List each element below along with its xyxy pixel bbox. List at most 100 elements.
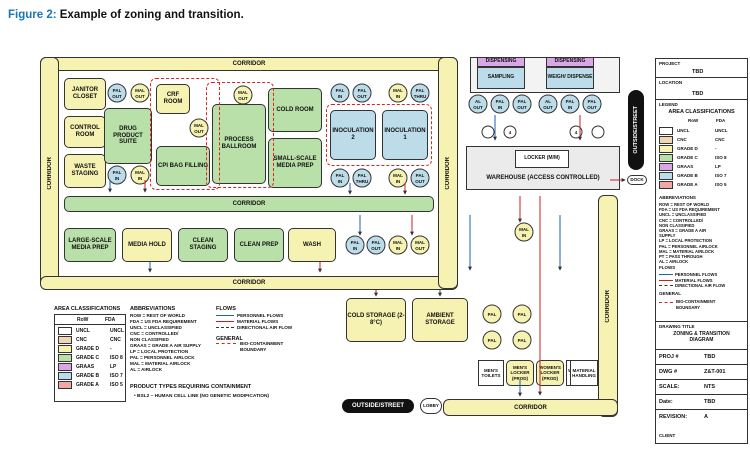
- airlock-sublabel: OUT: [517, 105, 527, 110]
- tb-swatch: [659, 135, 673, 144]
- legend-row-fda: ISO 8: [110, 354, 123, 361]
- airlock-circle: [130, 165, 150, 185]
- airlock-label: PAL: [336, 88, 345, 93]
- airlock-sublabel: IN: [396, 179, 401, 184]
- legend-general-1: BOUNDARY: [240, 347, 267, 352]
- legend-row-name: GRADE C: [76, 354, 100, 361]
- airlock-circle: [330, 83, 350, 103]
- large-scale-media-prep: LARGE-SCALE MEDIA PREP: [64, 228, 116, 262]
- airlock-label: PAL: [496, 99, 505, 104]
- tb-area-title: AREA CLASSIFICATIONS: [668, 109, 735, 115]
- tb-flow-label: MATERIAL FLOWS: [675, 277, 713, 283]
- ambient-storage: AMBIENT STORAGE: [412, 298, 468, 342]
- tb-drawing-title-label: DRAWING TITLE: [656, 321, 747, 329]
- legend-swatch: [58, 335, 72, 344]
- dock: DOCK: [627, 175, 647, 185]
- airlock-circle: [330, 168, 350, 188]
- figure-prefix: Figure 2:: [8, 9, 57, 21]
- airlock-circle: [388, 235, 408, 255]
- tb-abbrev: GRAAS = GRADE A AIR: [659, 228, 707, 234]
- airlock-circle: [352, 168, 372, 188]
- airlock-sublabel: OUT: [357, 94, 367, 99]
- airlock-circle: [481, 125, 495, 139]
- tb-swatch: [659, 171, 673, 180]
- airlock-label: PAL: [416, 173, 425, 178]
- airlock-label: PAL: [336, 173, 345, 178]
- airlock-circle: [582, 94, 602, 114]
- airlock-circle: [482, 330, 502, 350]
- tb-swatch: [659, 180, 673, 189]
- legend-flow: MATERIAL FLOWS: [216, 319, 292, 325]
- material-handling: MATERIAL HANDLING: [570, 360, 598, 386]
- tb-field-label: DWG #: [659, 369, 678, 375]
- clean-prep: CLEAN PREP: [234, 228, 284, 262]
- airlock-label: PAL: [488, 312, 497, 317]
- tb-swatch: [659, 144, 673, 153]
- airlock-sublabel: IN: [498, 105, 503, 110]
- tb-abbrev-title: ABBREVIATIONS: [659, 195, 696, 200]
- biocontainment-boundary-process: [206, 82, 274, 188]
- airlock-circle: [468, 94, 488, 114]
- corridor-bottom: CORRIDOR: [40, 276, 458, 290]
- airlock-label: 4: [509, 130, 512, 135]
- legend-swatch: [58, 362, 72, 371]
- airlock-circle: [503, 125, 517, 139]
- airlock-sublabel: OUT: [587, 105, 597, 110]
- legend-swatch: [58, 371, 72, 380]
- tb-field-value: A: [704, 414, 708, 420]
- airlock-label: MAL: [393, 173, 403, 178]
- tb-field-row: REVISION:A: [656, 409, 747, 424]
- airlock-circle: [410, 168, 430, 188]
- weigh-dispensing-label: DISPENSING: [546, 57, 594, 67]
- tb-field-row: DWG #Z&T-001: [656, 364, 747, 379]
- tb-flows-title: FLOWS: [659, 265, 676, 270]
- cpi-bag-filling: CPI BAG FILLING: [156, 146, 210, 186]
- airlock-label: PAL: [518, 312, 527, 317]
- legend-general-title: GENERAL: [216, 336, 243, 342]
- airlock-label: MAL: [194, 123, 204, 128]
- tb-row-name: GRADE A: [677, 182, 698, 187]
- tb-abbrev: ROW = REST OF WORLD: [659, 202, 710, 207]
- locker-mm: LOCKER (M/M): [515, 150, 569, 168]
- airlock-label: PAL: [588, 99, 597, 104]
- tb-row-fda: UNCL: [715, 128, 728, 133]
- legend-area-row: GRADE D-: [55, 344, 125, 353]
- tb-flow: DIRECTIONAL AIR FLOW: [659, 283, 725, 289]
- airlock-sublabel: OUT: [238, 96, 248, 101]
- airlock-sublabel: OUT: [135, 94, 145, 99]
- airlock-sublabel: OUT: [415, 246, 425, 251]
- tb-drawing-title: ZONING & TRANSITION DIAGRAM: [673, 331, 730, 343]
- airlocks-and-flows: PALOUTMALOUTPALINMALINMALOUTMALOUTPALINP…: [107, 83, 626, 397]
- airlock-label: PAL: [416, 88, 425, 93]
- legend-abbrev: GRAAS = GRADE A AIR SUPPLY: [130, 343, 201, 348]
- legend-swatch: [58, 380, 72, 389]
- legend-abbrev: NON CLASSIFIED: [130, 337, 169, 342]
- legend-abbrev: PAL = PERSONNEL AIRLOCK: [130, 355, 195, 360]
- airlock-sublabel: IN: [138, 176, 143, 181]
- tb-abbrev: SUPPLY: [659, 233, 676, 239]
- tb-project: TBD: [692, 69, 704, 75]
- legend-flow-line: [216, 327, 234, 329]
- legend-row-name: CNC: [76, 336, 87, 343]
- legend-row-fda: CNC: [110, 336, 121, 343]
- tb-row-name: GRADE C: [677, 155, 698, 160]
- airlock-label: PAL: [488, 338, 497, 343]
- airlock-circle: [410, 83, 430, 103]
- legend-area-header: RoW FDA: [55, 315, 125, 325]
- outside-street-east: OUTSIDE/STREET: [628, 90, 644, 170]
- tb-project-label: PROJECT: [659, 61, 681, 66]
- tb-swatch: [659, 153, 673, 162]
- legend-flows-title: FLOWS: [216, 306, 236, 312]
- airlock-circle: [512, 94, 532, 114]
- legend-row-fda: -: [110, 345, 112, 352]
- airlock-sublabel: OUT: [371, 246, 381, 251]
- wash-room: WASH: [288, 228, 336, 262]
- tb-flow: MATERIAL FLOWS: [659, 278, 725, 284]
- legend-product-item: • BSL2 – HUMAN CELL LINE (NO GENETIC MOD…: [134, 394, 270, 399]
- tb-location: TBD: [692, 91, 704, 97]
